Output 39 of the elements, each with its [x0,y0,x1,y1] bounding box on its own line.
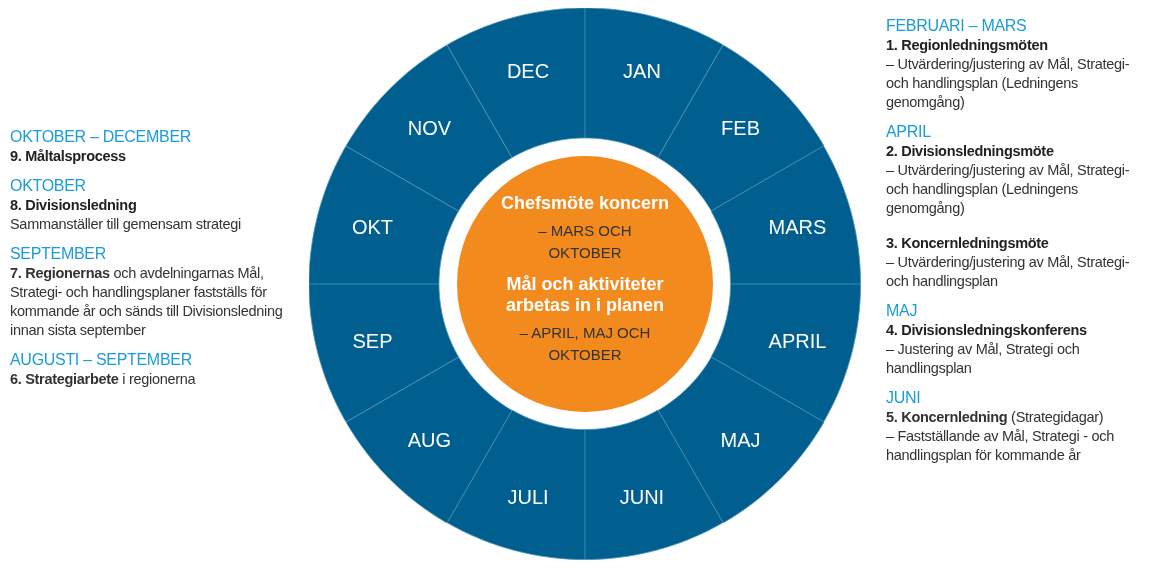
date-text: – MARS OCH OKTOBER [537,220,633,263]
month-label: MAJ [720,428,761,452]
month-label: MARS [768,215,827,239]
month-label: SEP [352,329,393,353]
month-label: OKT [351,215,394,239]
step-description: 5. Koncernledning (Strategidagar) [886,408,1105,427]
period-heading: OKTOBER – DECEMBER [10,127,192,147]
step-description: – Justering av Mål, Strategi och handlingsplan [886,340,1081,378]
step-description: 7. Regionernas och avdelningarnas Mål, Strategi- och handlingsplaner fastställs för kommande år och sänds till Divisionsledning innan sista september [10,264,284,340]
step-description: Sammanställer till gemensam strategi [10,215,242,234]
period-heading: SEPTEMBER [10,244,107,264]
period-heading: APRIL [886,122,932,142]
period-heading: OKTOBER [10,176,87,196]
step-description: – Utvärdering/justering av Mål, Strategi- och handlingsplan (Ledningens genomgång) [886,161,1131,218]
month-label: AUG [407,428,452,452]
step-title: 9. Måltalsprocess [10,147,127,166]
period-heading: AUGUSTI – SEPTEMBER [10,350,193,370]
heading-text: Chefsmöte koncern [499,192,670,214]
month-label: DEC [506,60,550,83]
step-description: 6. Strategiarbete i regionerna [10,370,197,389]
month-label: NOV [407,116,452,140]
step-description: – Fastställande av Mål, Strategi - och handlingsplan för kommande år [886,427,1115,465]
month-label: JULI [507,485,549,508]
period-heading: JUNI [886,388,922,408]
step-title: 8. Divisionsledning [10,196,138,215]
step-title: 3. Koncernledningsmöte [886,234,1050,253]
period-heading: FEBRUARI – MARS [886,16,1028,36]
step-description: – Utvärdering/justering av Mål, Strategi- och handlingsplan (Ledningens genomgång) [886,55,1131,112]
step-description: – Utvärdering/justering av Mål, Strategi- och handlingsplan [886,253,1131,291]
heading-text: Mål och aktiviteter arbetas in i planen [504,273,665,316]
month-label: FEB [721,116,760,140]
step-title: 1. Regionledningsmöten [886,36,1049,55]
step-title: 4. Divisionsledningskonferens [886,321,1088,340]
month-label: JAN [623,60,661,83]
step-title: 2. Divisionsledningsmöte [886,142,1055,161]
month-label: JUNI [619,485,665,508]
month-label: APRIL [768,329,827,353]
period-heading: MAJ [886,301,919,321]
date-text: – APRIL, MAJ OCH OKTOBER [518,322,652,365]
